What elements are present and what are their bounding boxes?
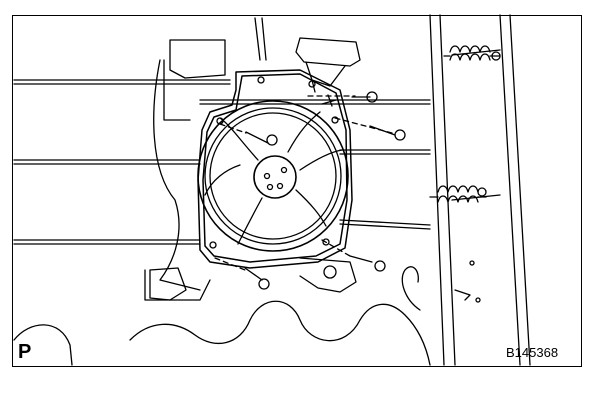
bolts xyxy=(214,91,406,290)
fan-blades xyxy=(204,111,343,245)
view-letter: P xyxy=(18,341,32,363)
mounting-holes xyxy=(209,76,339,249)
upper-spring xyxy=(443,45,501,61)
fan-shroud xyxy=(197,100,349,252)
lower-left-panel xyxy=(13,324,73,366)
lower-spring xyxy=(429,185,487,203)
right-structure xyxy=(429,14,531,366)
motor-hub xyxy=(253,155,297,199)
electrical-connector xyxy=(295,37,361,93)
lower-bracket xyxy=(149,257,357,301)
wire-harness xyxy=(129,266,431,366)
body-panel xyxy=(13,17,267,301)
figure-code: B145368 xyxy=(506,345,559,360)
